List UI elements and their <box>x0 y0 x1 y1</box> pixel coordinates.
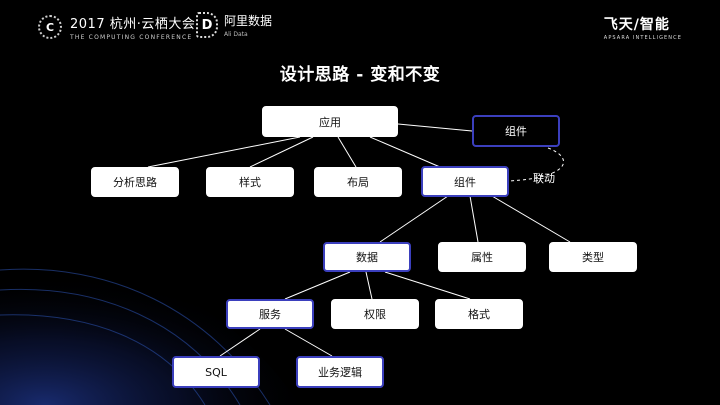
edge-app-style <box>249 136 314 168</box>
edge-data-service <box>284 271 351 300</box>
node-analysis: 分析思路 <box>91 167 179 197</box>
edge-data-perm <box>365 271 373 300</box>
edge-app-comp-top <box>397 123 473 132</box>
node-component: 组件 <box>421 166 509 197</box>
edge-comp-data <box>379 195 449 243</box>
ali-data-logo-icon: D <box>196 12 218 38</box>
conference-logo: C 2017 杭州·云栖大会 THE COMPUTING CONFERENCE <box>38 13 195 41</box>
conference-subtitle: THE COMPUTING CONFERENCE <box>70 34 193 41</box>
node-format: 格式 <box>435 299 523 329</box>
edge-service-sql <box>219 328 261 357</box>
node-app: 应用 <box>262 106 398 137</box>
node-attribute: 属性 <box>438 242 526 272</box>
slide-title: 设计思路 - 变和不变 <box>279 65 441 85</box>
edge-app-layout <box>337 136 357 168</box>
node-permission: 权限 <box>331 299 419 329</box>
node-style: 样式 <box>206 167 294 197</box>
edge-data-format <box>384 271 471 300</box>
edge-app-analysis <box>147 136 301 168</box>
ali-data-logo: D 阿里数据 Ali Data <box>196 12 272 38</box>
edge-app-comp <box>369 136 441 168</box>
node-business-logic: 业务逻辑 <box>296 356 384 388</box>
apsara-logo: 飞天/智能 APSARA INTELLIGENCE <box>604 14 682 41</box>
node-service: 服务 <box>226 299 314 329</box>
node-type: 类型 <box>549 242 637 272</box>
node-layout: 布局 <box>314 167 402 197</box>
conference-title: 2017 杭州·云栖大会 <box>70 17 196 32</box>
edge-link-dashed <box>507 147 565 182</box>
apsara-logo-en: APSARA INTELLIGENCE <box>603 35 682 41</box>
node-data: 数据 <box>323 242 411 272</box>
node-sql: SQL <box>172 356 260 388</box>
edge-comp-attr <box>469 195 479 243</box>
edge-service-logic <box>284 328 333 357</box>
edge-comp-type <box>491 195 571 243</box>
apsara-logo-cn: 飞天/智能 <box>603 17 670 33</box>
ali-data-name: 阿里数据 <box>224 14 273 28</box>
edge-label-link: 联动 <box>533 172 555 185</box>
conference-logo-icon: C <box>38 15 62 39</box>
node-component-top: 组件 <box>472 115 560 147</box>
ali-data-name-en: Ali Data <box>224 31 248 38</box>
